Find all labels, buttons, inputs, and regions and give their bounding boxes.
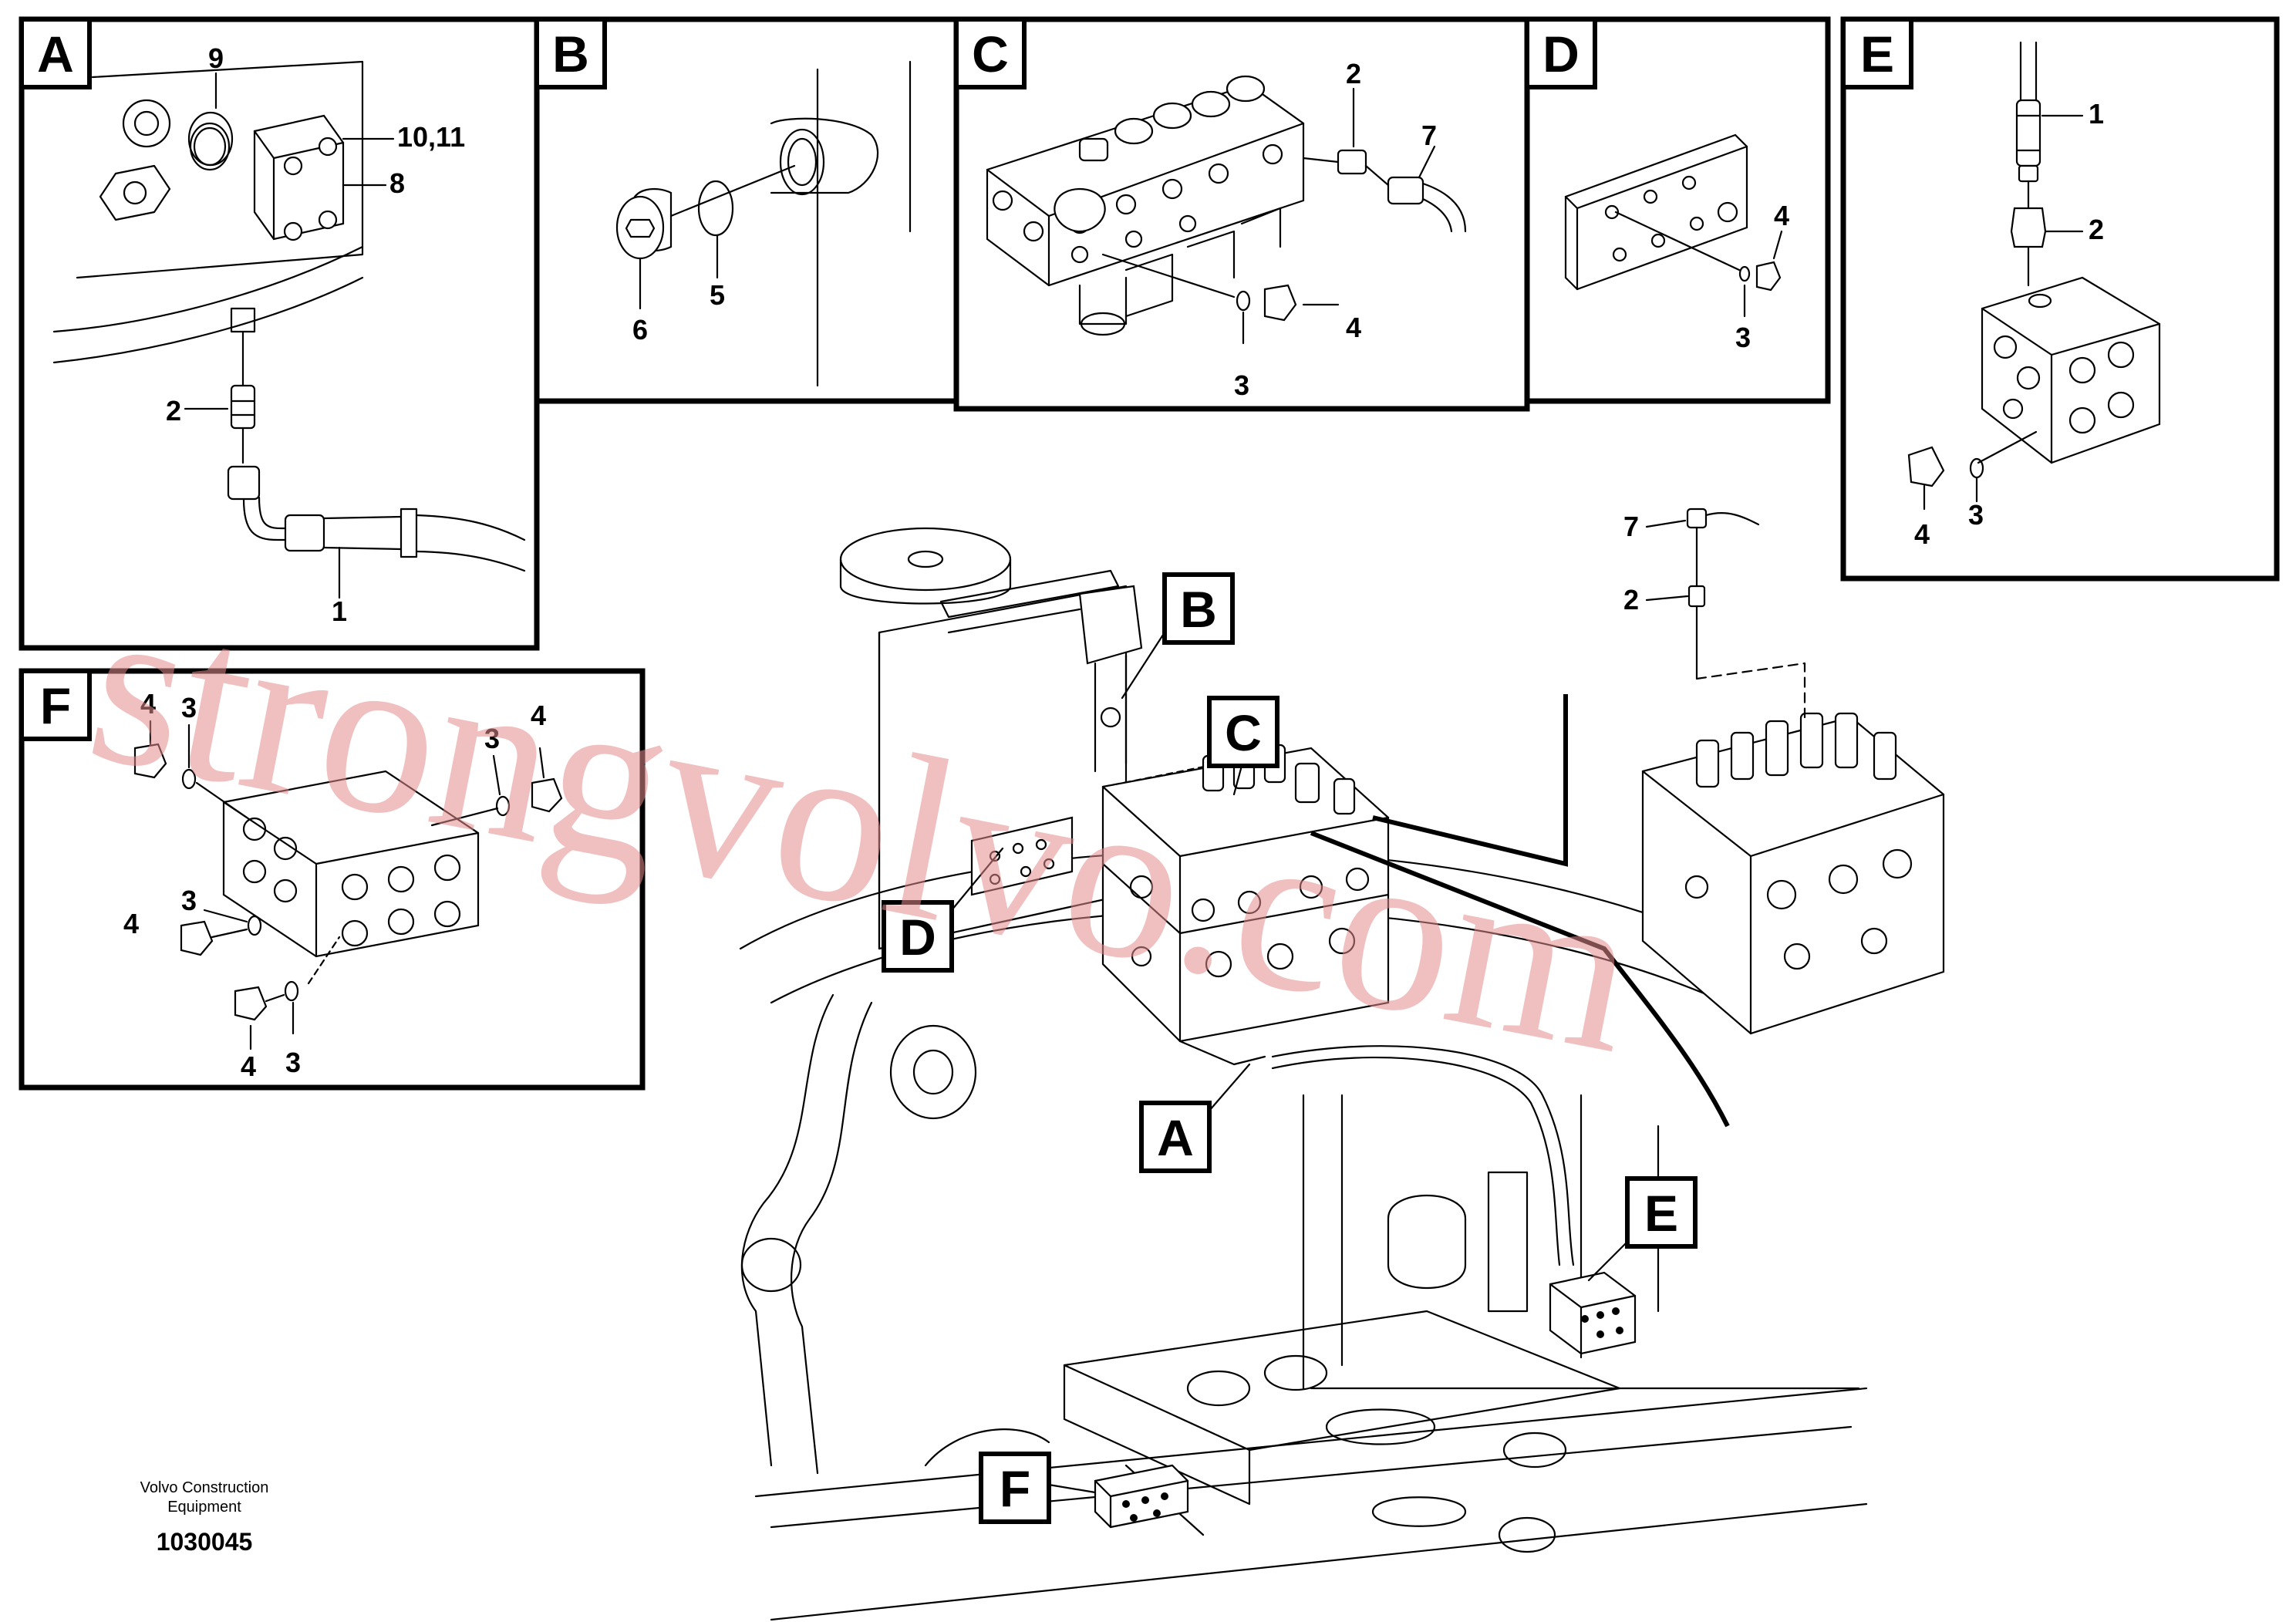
credit-line-2: Equipment	[167, 1499, 241, 1516]
callout-2: 2	[1346, 58, 1361, 89]
callout-4: 4	[123, 908, 139, 939]
svg-text:F: F	[40, 677, 71, 734]
svg-text:E: E	[1644, 1185, 1678, 1242]
frame-label-e: E	[1841, 17, 1913, 89]
main-label-c: C	[1207, 696, 1279, 796]
callout-4: 4	[1914, 518, 1930, 550]
callout-1: 1	[2089, 98, 2104, 130]
document-number: 1030045	[157, 1528, 253, 1556]
callout-2: 2	[1623, 584, 1639, 615]
callout-5: 5	[710, 279, 725, 311]
svg-text:C: C	[972, 25, 1009, 83]
callout-4: 4	[531, 700, 546, 731]
callout-4: 4	[1346, 312, 1361, 343]
frame-label-c: C	[954, 17, 1027, 89]
main-label-b: B	[1121, 572, 1235, 700]
credit-line-1: Volvo Construction	[140, 1479, 269, 1496]
callouts-detail-d: 4 3	[1735, 200, 1789, 353]
main-label-e: E	[1587, 1176, 1698, 1282]
frame-label-d: D	[1525, 17, 1597, 89]
callout-1: 1	[332, 595, 347, 627]
callout-4: 4	[1774, 200, 1789, 231]
callout-3: 3	[1234, 369, 1249, 401]
frame-label-f: F	[19, 669, 92, 741]
main-label-d: D	[882, 847, 1004, 973]
detail-a	[19, 16, 540, 651]
svg-text:E: E	[1860, 25, 1894, 83]
callouts-detail-e: 1 2 4 3	[1914, 98, 2104, 550]
callout-9: 9	[208, 42, 224, 74]
callout-3: 3	[1968, 499, 1984, 531]
callout-8: 8	[389, 167, 405, 199]
callouts-detail-f: 4 3 3 4 3 4 4 3	[123, 688, 546, 1082]
callout-2: 2	[2089, 214, 2104, 245]
svg-text:B: B	[1180, 581, 1217, 638]
svg-text:A: A	[37, 25, 74, 83]
main-label-a: A	[1139, 1063, 1251, 1173]
callout-2: 2	[166, 395, 181, 427]
detail-e	[1840, 16, 2280, 582]
credit-block: Volvo Construction Equipment 1030045	[140, 1479, 269, 1556]
callout-6: 6	[632, 314, 648, 346]
svg-text:B: B	[552, 25, 589, 83]
svg-text:C: C	[1225, 704, 1262, 761]
callout-4: 4	[241, 1050, 256, 1082]
frame-label-b: B	[534, 17, 607, 89]
callout-3: 3	[181, 885, 197, 916]
svg-text:D: D	[899, 909, 936, 966]
svg-text:F: F	[1000, 1460, 1030, 1517]
callouts-detail-a: 9 10,11 8 2 1	[166, 42, 465, 627]
callout-3: 3	[484, 723, 500, 754]
svg-text:A: A	[1157, 1109, 1194, 1166]
callout-4: 4	[140, 688, 156, 720]
svg-text:D: D	[1542, 25, 1580, 83]
callout-7: 7	[1623, 511, 1639, 542]
callout-3: 3	[1735, 322, 1751, 353]
frame-label-a: A	[19, 17, 92, 89]
callout-3: 3	[285, 1047, 301, 1078]
callout-7: 7	[1421, 120, 1437, 151]
callout-10-11: 10,11	[397, 121, 465, 153]
main-assembly-drawing	[739, 508, 1945, 1621]
callouts-main: 7 2	[1623, 511, 1689, 615]
callouts-detail-c: 2 7 4 3	[1234, 58, 1437, 401]
detail-f	[19, 668, 646, 1091]
callout-3: 3	[181, 692, 197, 723]
detail-c	[953, 16, 1530, 412]
callouts-detail-b: 6 5	[632, 279, 725, 346]
main-label-f: F	[979, 1452, 1097, 1524]
